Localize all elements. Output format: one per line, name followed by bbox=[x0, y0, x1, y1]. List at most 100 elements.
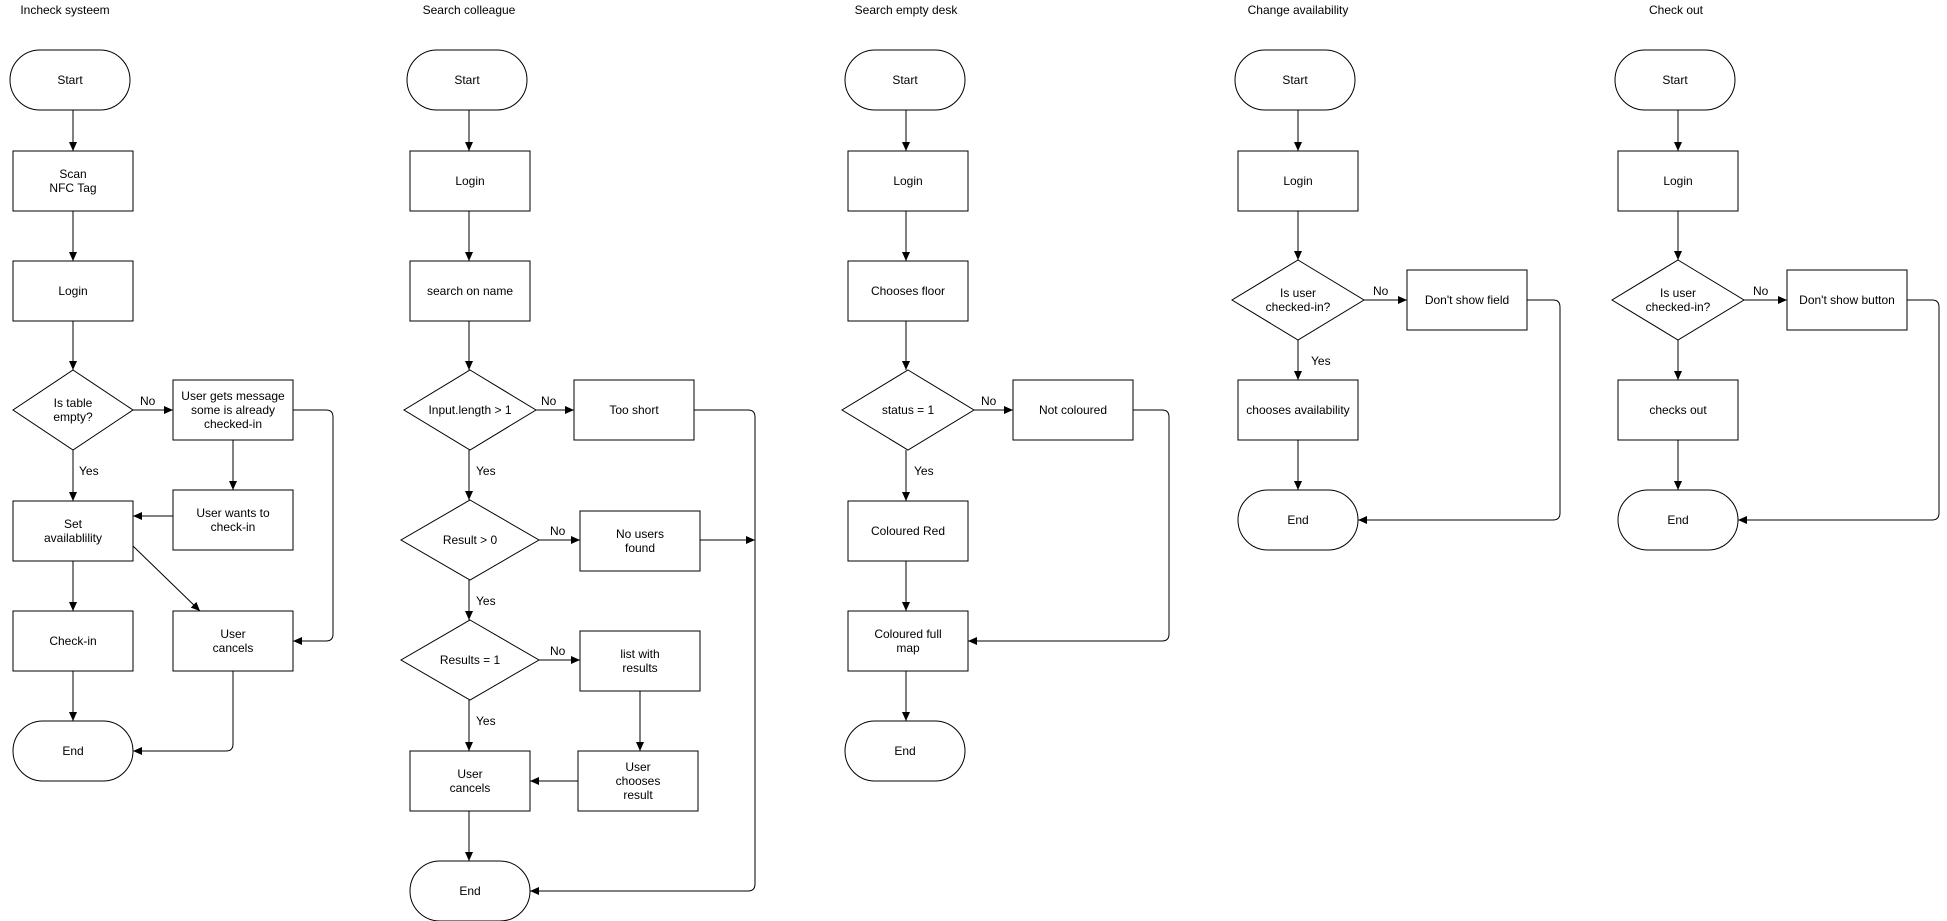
flowchart-1-checkin-label: Check-in bbox=[49, 634, 96, 648]
flowchart-3-edge-label-no: No bbox=[981, 394, 997, 408]
flowchart-4-edge-label-yes: Yes bbox=[1311, 354, 1331, 368]
flowchart-2-edge-label-no: No bbox=[550, 644, 566, 658]
flowchart-4-title: Change availability bbox=[1248, 3, 1349, 17]
flowchart-2-edge-label-yes: Yes bbox=[476, 464, 496, 478]
flowchart-2-results-eq-decision: Results = 1 bbox=[400, 619, 540, 701]
flowchart-3-end-terminal: End bbox=[844, 720, 966, 782]
flowchart-2-input-len-decision: Input.length > 1 bbox=[403, 369, 537, 451]
flowchart-3-floor-label: Chooses floor bbox=[871, 284, 945, 298]
flowchart-3-start-label: Start bbox=[892, 73, 918, 87]
flowchart-1-title: Incheck systeem bbox=[20, 3, 109, 17]
flowchart-2-start-label: Start bbox=[454, 73, 480, 87]
flowchart-1-edge-cancels-end bbox=[133, 671, 234, 755]
flowchart-4-login-label: Login bbox=[1283, 174, 1312, 188]
flowchart-4-end-label: End bbox=[1287, 513, 1308, 527]
flowchart-5-title: Check out bbox=[1649, 3, 1704, 17]
flowchart-2-title: Search colleague bbox=[423, 3, 516, 17]
flowchart-3-status-label: status = 1 bbox=[882, 403, 935, 417]
flowchart-4-chooses-label: chooses availability bbox=[1246, 403, 1349, 417]
flowchart-2-login-step: Login bbox=[409, 150, 531, 212]
flowchart-2-result-gt-label: Result > 0 bbox=[443, 533, 498, 547]
flowchart-1-edge-label-no: No bbox=[140, 394, 156, 408]
flowchart-2-too-short-label: Too short bbox=[609, 403, 659, 417]
flowchart-3-end-label: End bbox=[894, 744, 915, 758]
flowchart-2-edge-label-yes: Yes bbox=[476, 714, 496, 728]
flowchart-4-dont-show-step: Don't show field bbox=[1406, 269, 1528, 331]
flowchart-1-end-label: End bbox=[62, 744, 83, 758]
flowchart-2-login-label: Login bbox=[455, 174, 484, 188]
flowchart-2-edge-label-yes: Yes bbox=[476, 594, 496, 608]
flowchart-5-edge-dont-show-end bbox=[1738, 299, 1940, 524]
flowchart-4-login-step: Login bbox=[1237, 150, 1359, 212]
flowchart-2-search-label: search on name bbox=[427, 284, 513, 298]
flowchart-2-edge-label-no: No bbox=[550, 524, 566, 538]
flowchart-3-not-coloured-step: Not coloured bbox=[1012, 379, 1134, 441]
flowchart-5-start-label: Start bbox=[1662, 73, 1688, 87]
flowchart-5-dont-show-label: Don't show button bbox=[1799, 293, 1895, 307]
flowchart-3-red-label: Coloured Red bbox=[871, 524, 945, 538]
flowchart-4-start-terminal: Start bbox=[1234, 49, 1356, 111]
flowchart-2-start-terminal: Start bbox=[406, 49, 528, 111]
flowchart-5-start-terminal: Start bbox=[1614, 49, 1736, 111]
flowchart-4-end-terminal: End bbox=[1237, 489, 1359, 551]
flowchart-4-start-label: Start bbox=[1282, 73, 1308, 87]
flowchart-5-end-terminal: End bbox=[1617, 489, 1739, 551]
flowchart-4-edge-dont-show-end bbox=[1358, 299, 1561, 524]
flowchart-1-start-label: Start bbox=[57, 73, 83, 87]
flowchart-3-red-step: Coloured Red bbox=[847, 500, 969, 562]
flowchart-1-start-terminal: Start bbox=[9, 49, 131, 111]
flowchart-2-too-short-step: Too short bbox=[573, 379, 695, 441]
flowchart-3-login-label: Login bbox=[893, 174, 922, 188]
flowchart-1-checkin-step: Check-in bbox=[12, 610, 134, 672]
flowchart-1-login-label: Login bbox=[58, 284, 87, 298]
flowchart-1-edge-set-cancels bbox=[132, 545, 201, 612]
flowchart-5-edge-label-no: No bbox=[1753, 284, 1769, 298]
flowchart-2-input-len-label: Input.length > 1 bbox=[428, 403, 511, 417]
flowchart-4-chooses-step: chooses availability bbox=[1237, 379, 1359, 441]
flowchart-3-start-terminal: Start bbox=[844, 49, 966, 111]
flowchart-3-floor-step: Chooses floor bbox=[847, 260, 969, 322]
flowchart-2-result-gt-decision: Result > 0 bbox=[400, 499, 540, 581]
flowchart-1-edge-message-cancels bbox=[293, 409, 334, 645]
flowchart-2-search-step: search on name bbox=[409, 260, 531, 322]
flowchart-3-title: Search empty desk bbox=[855, 3, 959, 17]
flowchart-5-checks-out-step: checks out bbox=[1617, 379, 1739, 441]
flowchart-3-not-coloured-label: Not coloured bbox=[1039, 403, 1107, 417]
flowchart-5-dont-show-step: Don't show button bbox=[1786, 269, 1908, 331]
flowchart-5-end-label: End bbox=[1667, 513, 1688, 527]
flowchart-2-edge-label-no: No bbox=[541, 394, 557, 408]
flowchart-3-status-decision: status = 1 bbox=[841, 369, 975, 451]
flowchart-5-login-label: Login bbox=[1663, 174, 1692, 188]
flowchart-5-checks-out-label: checks out bbox=[1649, 403, 1707, 417]
flowchart-2-edge-too-short-end bbox=[530, 409, 756, 895]
flowchart-3-edge-label-yes: Yes bbox=[914, 464, 934, 478]
flowchart-3-login-step: Login bbox=[847, 150, 969, 212]
flowchart-1-edge-label-yes: Yes bbox=[79, 464, 99, 478]
flowchart-2-end-terminal: End bbox=[409, 860, 531, 921]
